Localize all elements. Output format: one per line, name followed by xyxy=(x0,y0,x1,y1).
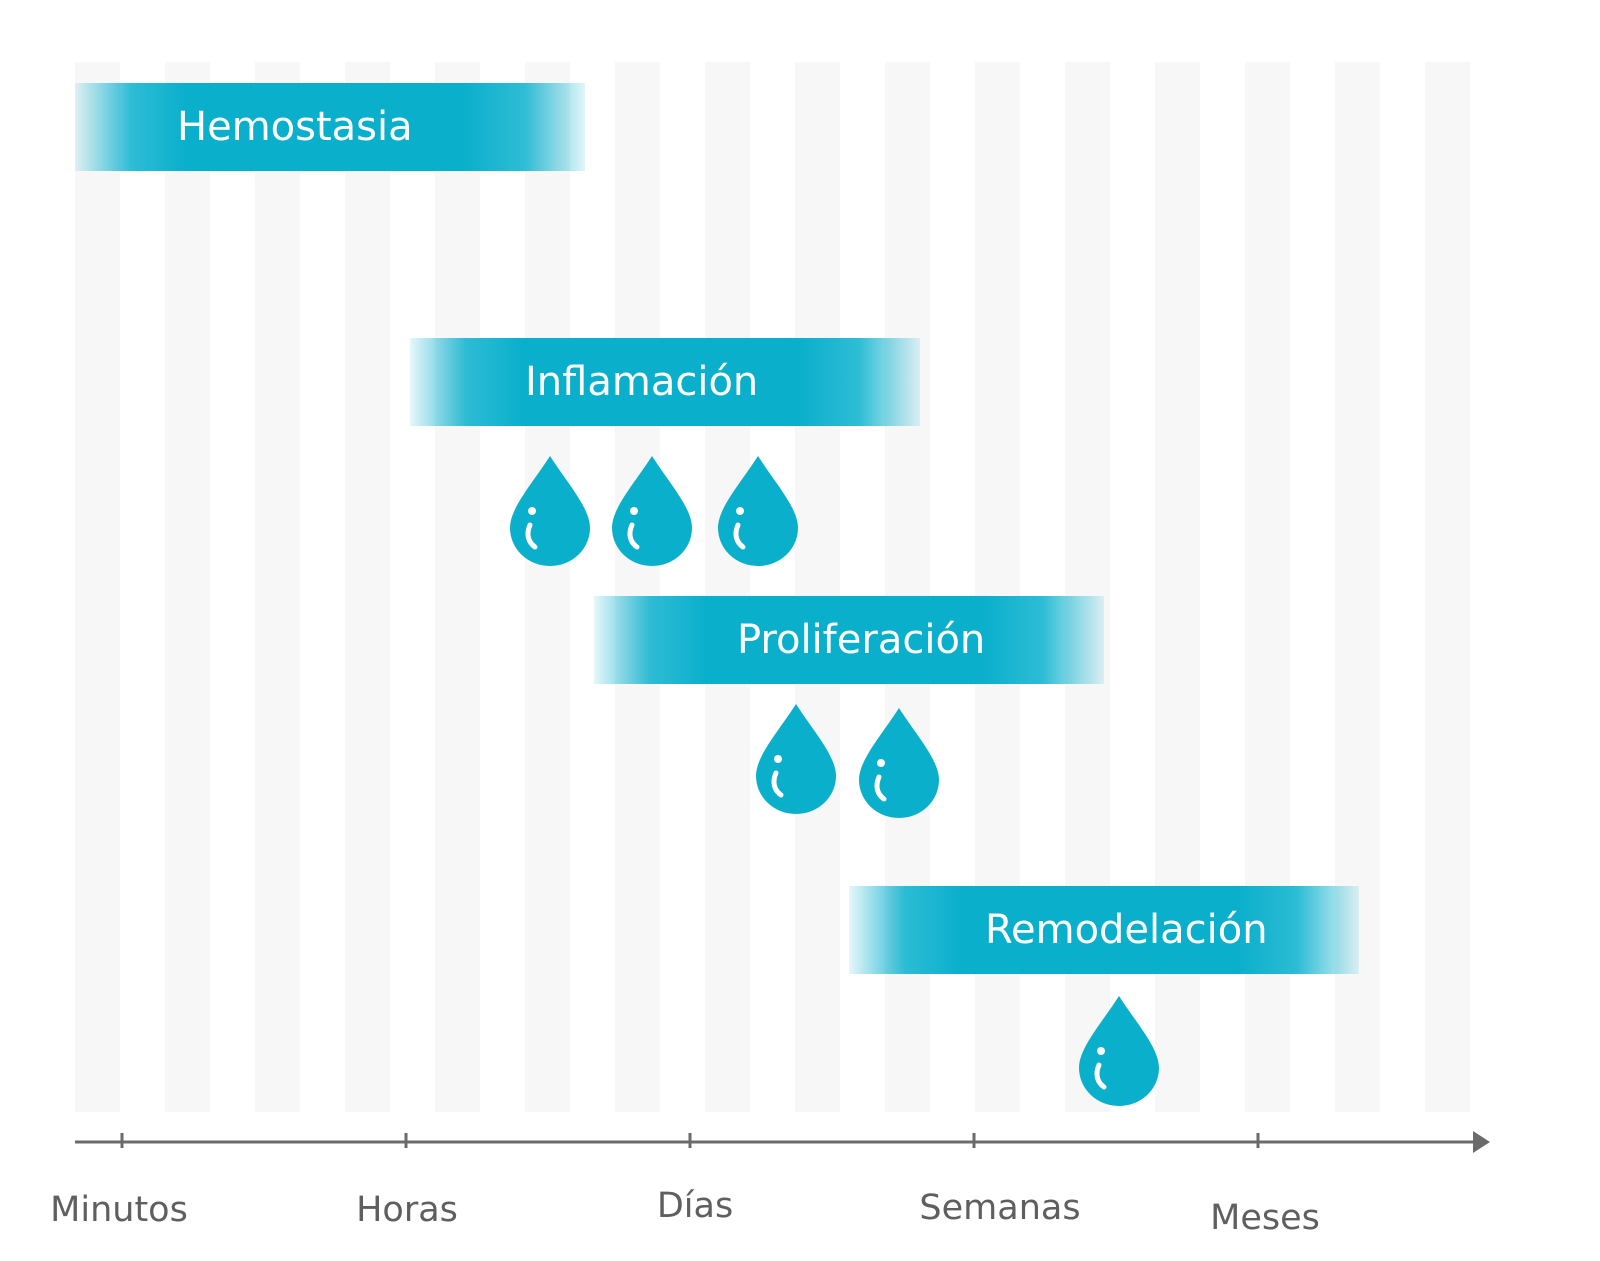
phase-bar-inflamacion: Inflamación xyxy=(410,338,920,426)
water-drop-icon xyxy=(756,704,836,814)
water-drop-icon xyxy=(859,708,939,818)
stripe xyxy=(435,62,480,1112)
water-drop-icon xyxy=(510,456,590,566)
phase-bar-hemostasia: Hemostasia xyxy=(75,83,585,171)
phase-label: Hemostasia xyxy=(177,104,413,150)
water-drop-icon xyxy=(718,456,798,566)
stripe xyxy=(75,62,120,1112)
stripe xyxy=(705,62,750,1112)
tick-label-horas: Horas xyxy=(356,1190,458,1230)
tick-label-minutos: Minutos xyxy=(50,1190,188,1230)
phase-label: Inflamación xyxy=(525,359,759,405)
phase-label: Proliferación xyxy=(737,617,986,663)
stripe xyxy=(165,62,210,1112)
tick-label-meses: Meses xyxy=(1210,1198,1320,1238)
axis-arrow-icon xyxy=(1473,1131,1490,1153)
stripe xyxy=(345,62,390,1112)
stripe xyxy=(255,62,300,1112)
phase-bar-proliferacion: Proliferación xyxy=(594,596,1104,684)
tick-label-dias: Días xyxy=(656,1186,734,1226)
stripe xyxy=(1425,62,1470,1112)
stripe xyxy=(795,62,840,1112)
tick-label-semanas: Semanas xyxy=(919,1188,1081,1228)
stripe xyxy=(615,62,660,1112)
water-drop-icon xyxy=(1079,996,1159,1106)
stripe xyxy=(525,62,570,1112)
phase-label: Remodelación xyxy=(985,907,1268,953)
water-drop-icon xyxy=(612,456,692,566)
phase-bar-remodelacion: Remodelación xyxy=(849,886,1359,974)
